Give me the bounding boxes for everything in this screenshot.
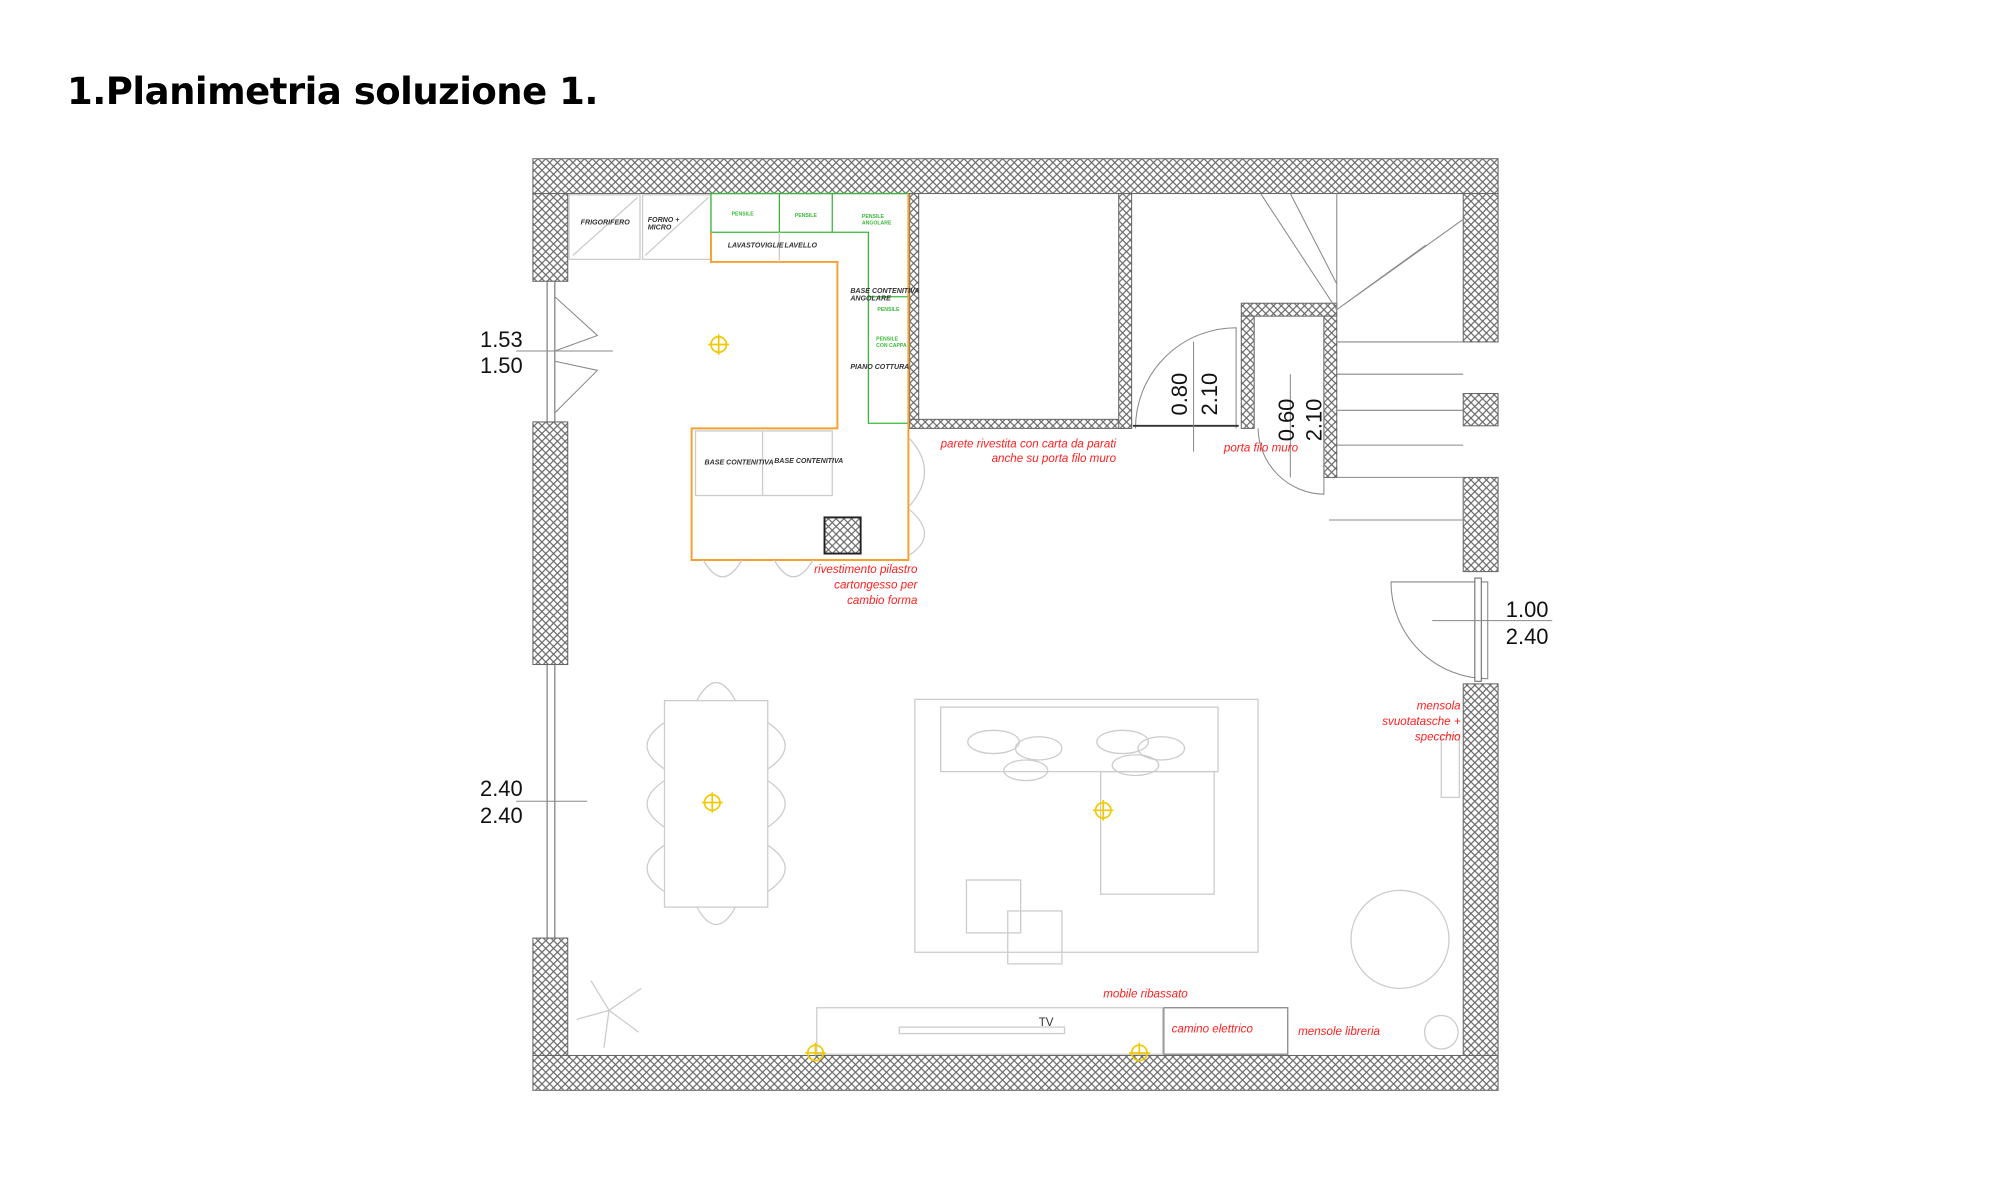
label-pensile-angolare-1: PENSILE — [862, 214, 885, 220]
dim-window-bottom-width: 2.40 — [480, 776, 523, 801]
light-icon — [805, 1042, 826, 1062]
dim-window-bottom-height: 2.40 — [480, 803, 523, 828]
staircase — [1260, 193, 1464, 521]
note-porta-filo-muro: porta filo muro — [1223, 442, 1299, 455]
tv-label: TV — [1039, 1016, 1054, 1029]
light-icon — [1092, 800, 1114, 821]
label-lavello: LAVELLO — [785, 242, 818, 250]
label-base-1: BASE CONTENITIVA — [705, 459, 774, 467]
label-pensile-1: PENSILE — [732, 211, 755, 217]
label-lavastoviglie: LAVASTOVIGLIE — [728, 242, 784, 250]
door-1 — [1132, 327, 1239, 452]
label-forno-1: FORNO + — [648, 216, 680, 224]
living-area — [914, 698, 1460, 990]
dining-table — [646, 438, 926, 925]
dim-door2-width: 0.60 — [1274, 399, 1299, 442]
window-top — [516, 280, 613, 423]
label-forno-2: MICRO — [648, 224, 672, 232]
dim-door1-height: 2.10 — [1197, 373, 1222, 416]
tv-unit: TV — [816, 1007, 1289, 1055]
note-pilastro-3: cambio forma — [847, 594, 918, 607]
note-parete-1: parete rivestita con carta da parati — [940, 438, 1117, 451]
pillar — [823, 516, 862, 555]
dim-door1-width: 0.80 — [1167, 373, 1192, 416]
note-pilastro-2: cartongesso per — [834, 578, 918, 591]
label-base-angolare-1: BASE CONTENITIVA — [850, 287, 919, 295]
label-pensile-cappa-2: CON CAPPA — [876, 343, 907, 349]
note-camino-elettrico: camino elettrico — [1172, 1022, 1254, 1035]
label-pensile-2: PENSILE — [795, 213, 818, 219]
note-mensola-1: mensola — [1417, 700, 1461, 713]
label-base-angolare-2: ANGOLARE — [849, 295, 891, 303]
dim-window-top-width: 1.53 — [480, 327, 523, 352]
light-fixtures — [701, 334, 1150, 1062]
label-pensile-angolare-2: ANGOLARE — [862, 221, 892, 227]
note-mobile-ribassato: mobile ribassato — [1103, 987, 1188, 1000]
outer-walls — [532, 158, 1499, 1091]
entrance-door — [1390, 577, 1553, 682]
note-mensola-3: specchio — [1415, 731, 1461, 744]
light-icon — [1129, 1042, 1150, 1062]
dimensions: 1.53 1.50 2.40 2.40 1.00 2.40 0.80 2.10 … — [480, 327, 1548, 828]
light-icon — [708, 334, 730, 355]
label-base-2: BASE CONTENITIVA — [774, 457, 843, 465]
label-pensile-3: PENSILE — [877, 307, 900, 313]
dim-entrance-width: 1.00 — [1506, 597, 1549, 622]
page-title: 1.Planimetria soluzione 1. — [67, 70, 598, 113]
dim-door2-height: 2.10 — [1301, 399, 1326, 442]
label-piano-cottura: PIANO COTTURA — [850, 363, 909, 371]
window-bottom — [516, 664, 588, 939]
light-icon — [701, 792, 723, 813]
note-mensole-libreria: mensole libreria — [1298, 1025, 1380, 1038]
kitchen: FRIGORIFERO FORNO + MICRO LAVASTOVIGLIE … — [568, 192, 919, 561]
interior-walls — [823, 193, 1338, 555]
note-mensola-2: svuotatasche + — [1382, 715, 1461, 728]
door-2 — [1257, 374, 1325, 495]
note-parete-2: anche su porta filo muro — [992, 452, 1117, 465]
note-pilastro-1: rivestimento pilastro — [814, 563, 918, 576]
label-pensile-cappa-1: PENSILE — [876, 337, 899, 343]
label-frigorifero: FRIGORIFERO — [581, 219, 631, 227]
dim-window-top-height: 1.50 — [480, 353, 523, 378]
annotations: parete rivestita con carta da parati anc… — [814, 438, 1461, 1038]
dim-entrance-height: 2.40 — [1506, 624, 1549, 649]
plant — [576, 980, 1459, 1050]
